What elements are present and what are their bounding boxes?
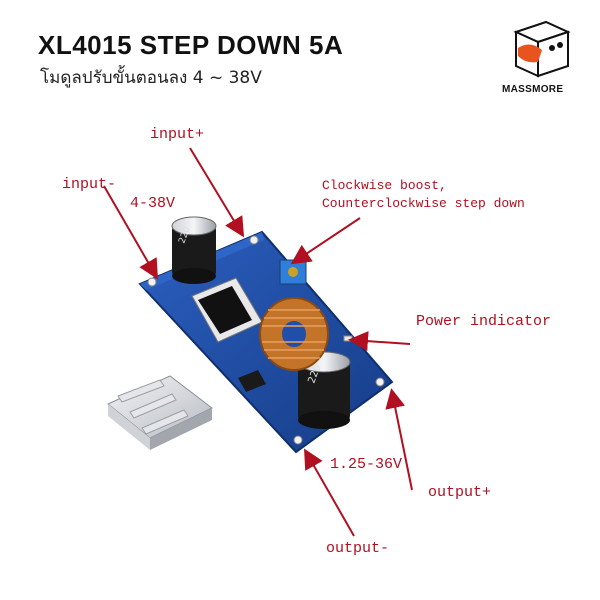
label-input-minus: input- [62,176,117,193]
brand-logo-icon [513,20,571,78]
label-output-range: 1.25-36V [330,456,403,473]
transistor [238,370,266,392]
brand-name: MASSMORE [502,84,564,95]
arrow-output-minus [304,448,355,537]
toroid-inductor [259,297,329,371]
label-potentiometer: Clockwise boost, [322,178,447,193]
arrow-input-minus [103,185,159,280]
label-output-plus: output+ [428,484,492,501]
page-subtitle: โมดูลปรับขั้นตอนลง 4 ~ 38V [40,68,262,88]
heatsink [107,375,213,450]
callout-arrows [103,147,413,537]
label-input-plus: input+ [150,126,205,143]
arrow-input-plus [189,147,245,238]
power-led [343,335,353,342]
input-capacitor: 220 [171,216,217,284]
label-power-indicator: Power indicator [416,313,552,330]
page-title: XL4015 STEP DOWN 5A [38,30,344,60]
arrow-potentiometer [290,217,361,265]
arrow-power-indicator [348,331,411,352]
label-output-minus: output- [326,540,390,557]
label-input-range: 4-38V [130,195,176,212]
arrow-output-plus [385,388,413,491]
potentiometer [279,259,307,285]
ic-chip [191,277,263,343]
label-potentiometer-line2: Counterclockwise step down [322,196,525,211]
